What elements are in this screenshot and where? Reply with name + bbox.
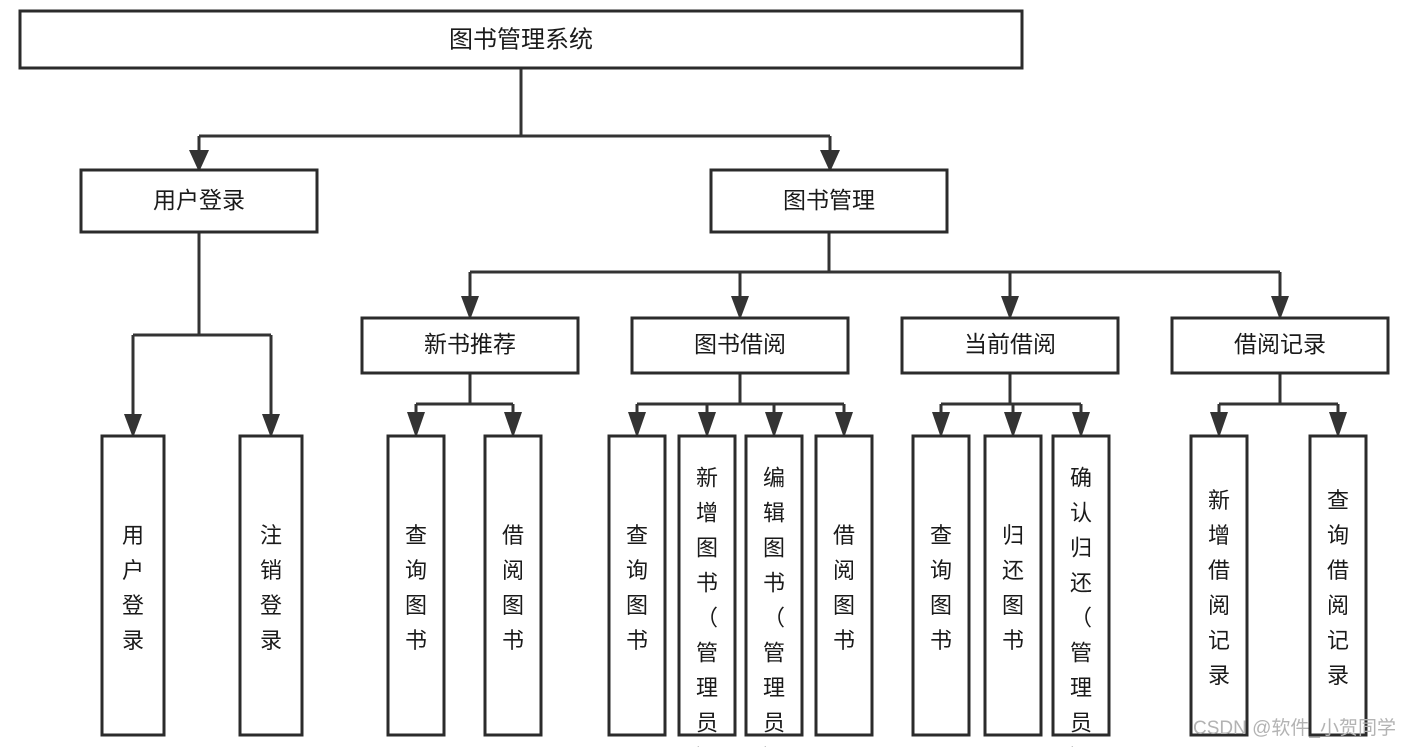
node-user-login[interactable]: 用户登录 [79, 168, 319, 234]
node-new-book-rec[interactable]: 新书推荐 [360, 316, 580, 375]
node-leaf-borrow-book-1-box[interactable] [483, 434, 543, 737]
node-root-box[interactable] [18, 9, 1024, 70]
arrow-head-leaf-return-book [1004, 412, 1022, 438]
node-leaf-user-logout-label: 注销登录 [260, 523, 282, 653]
arrow-head-leaf-query-record [1329, 412, 1347, 438]
node-leaf-return-book[interactable]: 归还图书 [983, 434, 1043, 737]
node-leaf-edit-book-box[interactable] [744, 434, 804, 737]
arrow-head-leaf-query-book-1 [407, 412, 425, 438]
arrow-head-user-login [189, 150, 209, 172]
node-new-book-rec-box[interactable] [360, 316, 580, 375]
node-current-borrow[interactable]: 当前借阅 [900, 316, 1120, 375]
arrow-head-borrow-record [1271, 296, 1289, 320]
node-leaf-user-logout[interactable]: 注销登录 [238, 434, 304, 737]
node-leaf-add-book-box[interactable] [677, 434, 737, 737]
node-leaf-user-login-box[interactable] [100, 434, 166, 737]
arrow-head-leaf-query-book-3 [932, 412, 950, 438]
arrow-head-leaf-add-book [698, 412, 716, 438]
node-leaf-edit-book-label: 编辑图书（管理员） [763, 465, 785, 747]
node-leaf-add-record-box[interactable] [1189, 434, 1249, 737]
node-leaf-add-book[interactable]: 新增图书（管理员） [677, 434, 737, 747]
connector-group-current-borrow [932, 373, 1090, 438]
node-user-login-label: 用户登录 [153, 187, 245, 213]
arrow-head-leaf-borrow-book-2 [835, 412, 853, 438]
node-borrow-record-label: 借阅记录 [1234, 331, 1326, 357]
node-leaf-query-book-2-box[interactable] [607, 434, 667, 737]
node-borrow-record[interactable]: 借阅记录 [1170, 316, 1390, 375]
node-user-login-box[interactable] [79, 168, 319, 234]
node-leaf-query-book-2-label: 查询图书 [626, 523, 648, 653]
node-leaf-confirm-return[interactable]: 确认归还（管理员） [1051, 434, 1111, 747]
connector-group-new-book-rec [407, 373, 522, 438]
node-borrow-record-box[interactable] [1170, 316, 1390, 375]
arrow-head-leaf-user-login [124, 414, 142, 438]
node-leaf-borrow-book-2[interactable]: 借阅图书 [814, 434, 874, 737]
node-leaf-query-record[interactable]: 查询借阅记录 [1308, 434, 1368, 737]
node-book-manage-label: 图书管理 [783, 187, 875, 213]
node-leaf-query-book-1-box[interactable] [386, 434, 446, 737]
node-book-borrow[interactable]: 图书借阅 [630, 316, 850, 375]
node-book-borrow-box[interactable] [630, 316, 850, 375]
node-leaf-borrow-book-1-label: 借阅图书 [502, 523, 524, 653]
csdn-watermark: CSDN @软件_小贺同学 [1193, 717, 1396, 739]
node-leaf-return-book-label: 归还图书 [1002, 523, 1024, 653]
node-leaf-query-record-label: 查询借阅记录 [1327, 488, 1349, 688]
node-current-borrow-box[interactable] [900, 316, 1120, 375]
node-leaf-borrow-book-2-label: 借阅图书 [833, 523, 855, 653]
node-new-book-rec-label: 新书推荐 [424, 331, 516, 357]
node-leaf-confirm-return-label: 确认归还（管理员） [1070, 465, 1092, 747]
node-leaf-user-login[interactable]: 用户登录 [100, 434, 166, 737]
connector-group-book-manage [461, 232, 1289, 320]
connector-group-user-login [124, 232, 280, 438]
node-leaf-add-record-label: 新增借阅记录 [1208, 488, 1230, 688]
node-leaf-query-record-box[interactable] [1308, 434, 1368, 737]
arrow-head-leaf-edit-book [765, 412, 783, 438]
node-leaf-borrow-book-2-box[interactable] [814, 434, 874, 737]
node-leaf-add-record[interactable]: 新增借阅记录 [1189, 434, 1249, 737]
node-book-manage-box[interactable] [709, 168, 949, 234]
arrow-head-new-book-rec [461, 296, 479, 320]
arrow-head-book-borrow [731, 296, 749, 320]
node-leaf-confirm-return-box[interactable] [1051, 434, 1111, 737]
node-root[interactable]: 图书管理系统 [18, 9, 1024, 70]
node-leaf-edit-book[interactable]: 编辑图书（管理员） [744, 434, 804, 747]
node-leaf-query-book-1[interactable]: 查询图书 [386, 434, 446, 737]
node-current-borrow-label: 当前借阅 [964, 331, 1056, 357]
node-book-borrow-label: 图书借阅 [694, 331, 786, 357]
node-leaf-query-book-3-box[interactable] [911, 434, 971, 737]
arrow-head-leaf-confirm-return [1072, 412, 1090, 438]
node-book-manage[interactable]: 图书管理 [709, 168, 949, 234]
node-leaf-add-book-label: 新增图书（管理员） [696, 465, 718, 747]
arrow-head-leaf-user-logout [262, 414, 280, 438]
node-leaf-query-book-3-label: 查询图书 [930, 523, 952, 653]
arrow-head-leaf-borrow-book-1 [504, 412, 522, 438]
node-leaf-query-book-3[interactable]: 查询图书 [911, 434, 971, 737]
arrow-head-leaf-query-book-2 [628, 412, 646, 438]
arrow-head-book-manage [820, 150, 840, 172]
leaf-node-layer: 用户登录 注销登录 查询图书 借阅图书 查询图书 新增图书（管理员） 编辑图书（管理员） 借阅… [100, 434, 1368, 747]
node-leaf-user-login-label: 用户登录 [122, 523, 144, 653]
node-leaf-query-book-2[interactable]: 查询图书 [607, 434, 667, 737]
node-leaf-return-book-box[interactable] [983, 434, 1043, 737]
node-leaf-user-logout-box[interactable] [238, 434, 304, 737]
arrow-head-current-borrow [1001, 296, 1019, 320]
node-leaf-query-book-1-label: 查询图书 [405, 523, 427, 653]
node-leaf-borrow-book-1[interactable]: 借阅图书 [483, 434, 543, 737]
connector-group-borrow-record [1210, 373, 1347, 438]
arrow-head-leaf-add-record [1210, 412, 1228, 438]
node-root-label: 图书管理系统 [449, 26, 593, 53]
connector-group-book-borrow [628, 373, 853, 438]
connector-group-root [189, 68, 840, 172]
